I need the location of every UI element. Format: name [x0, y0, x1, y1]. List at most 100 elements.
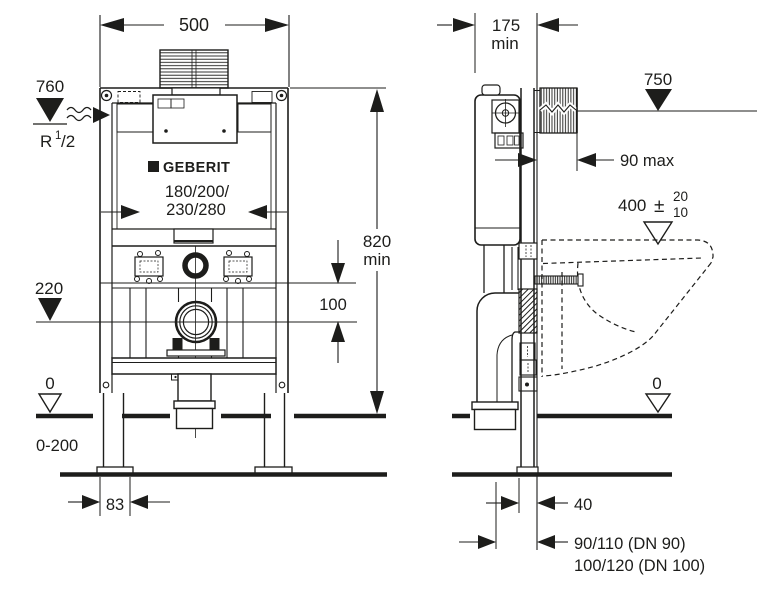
floor-lines-front [36, 413, 387, 477]
wc-pan-outline [541, 239, 714, 377]
leg-bolt-icon [278, 381, 286, 389]
drain-socket-side [471, 401, 519, 411]
drain-socket-front [173, 373, 216, 430]
arrow-left-icon [537, 496, 555, 510]
actuation-marker-750: 750 [577, 70, 757, 112]
dim-width-label: 500 [179, 15, 209, 35]
dim-offset-label: 100 [319, 296, 347, 314]
pan-connector [518, 288, 538, 334]
supply-height-label: 760 [36, 77, 64, 96]
corner-screw-icon [275, 89, 288, 102]
water-squiggle-icon [66, 106, 92, 114]
level-triangle-open-icon [37, 393, 63, 414]
level-zero-label: 0 [45, 374, 54, 393]
dim-depth-label: 175 [492, 16, 520, 35]
arrow-down-icon [331, 263, 345, 284]
model-line1-label: 180/200/ [165, 183, 230, 201]
level-triangle-open-icon [644, 393, 672, 414]
dimension-foot-83: 83 [68, 477, 170, 516]
model-numbers: 180/200/ 230/280 [101, 183, 287, 219]
brand-logo-label: GEBERIT [163, 160, 230, 176]
thread-sup-label: 1 [55, 130, 61, 142]
frame-struts [100, 246, 288, 438]
wall-fittings [518, 242, 538, 392]
level-triangle-filled-icon [36, 98, 64, 122]
logo-square-icon [148, 161, 159, 172]
frame-side [516, 88, 540, 475]
arrow-right-icon [518, 153, 537, 167]
side-view: 175 min [437, 13, 757, 575]
arrow-right-icon [265, 18, 289, 32]
compression-zigzag-icon [539, 104, 577, 113]
arrow-left-icon [100, 18, 124, 32]
dimension-offset-100: 100 [288, 240, 356, 363]
flush-bend-cover [173, 228, 214, 244]
arrow-up-icon [331, 321, 345, 342]
arrow-up-icon [370, 89, 384, 112]
supply-marker-760: 760 R 1 /2 [33, 77, 110, 151]
flush-duct-side [538, 87, 578, 134]
dimension-outlet-axis-40: 40 [486, 478, 592, 514]
dim-drain-line1-label: 90/110 (DN 90) [574, 535, 686, 553]
arrow-left-icon [537, 18, 559, 32]
arrow-right-icon [453, 18, 475, 32]
mounting-bracket-right [223, 250, 253, 284]
fill-valve-icon [491, 99, 520, 127]
thread-r-label: R [40, 132, 52, 151]
arrow-right-icon [82, 495, 100, 509]
dim-depth-suffix-label: min [491, 34, 518, 53]
thread-label: R 1 /2 [40, 130, 75, 151]
pan-height-label: 400 [618, 196, 646, 215]
level-triangle-filled-icon [38, 298, 62, 321]
pan-tolerance-sign-label: ± [654, 196, 664, 217]
thread-rest-label: /2 [61, 132, 75, 151]
arrow-left-icon [537, 535, 555, 549]
arrow-down-icon [370, 391, 384, 414]
level-marker-220: 220 [35, 279, 63, 321]
arrow-left-icon [577, 153, 596, 167]
actuation-height-label: 750 [644, 70, 672, 89]
level-triangle-open-icon [642, 221, 674, 246]
dim-height-suffix-label: min [363, 250, 390, 269]
pan-height-marker-400: 400 ± 20 10 [618, 189, 688, 246]
dimension-protrusion-90max: 90 max [495, 133, 675, 171]
supply-arrow-icon [93, 107, 110, 123]
floor-range-label: 0-200 [36, 437, 78, 455]
outlet-bend [471, 292, 519, 431]
level-marker-zero-front: 0 [37, 374, 63, 414]
arrow-right-icon [501, 496, 519, 510]
floor-lines-side [452, 413, 672, 477]
flush-duct-front [159, 49, 229, 89]
outlet-height-label: 220 [35, 279, 63, 298]
mounting-bracket-left [134, 250, 164, 284]
level-marker-zero-side: 0 [644, 374, 672, 414]
arrow-right-icon [478, 535, 496, 549]
geberit-logo: GEBERIT [148, 160, 230, 176]
dimension-height-820: 820 min [290, 87, 391, 414]
dimension-depth-175: 175 min [437, 13, 578, 73]
dim-height-label: 820 [363, 232, 391, 251]
arrow-left-icon [248, 205, 267, 219]
model-line2-label: 230/280 [166, 201, 226, 219]
arrow-right-icon [121, 205, 140, 219]
water-squiggle-icon [66, 114, 92, 122]
level-triangle-filled-icon [645, 89, 672, 111]
dimension-drain-pipe: 90/110 (DN 90) 100/120 (DN 100) [459, 482, 705, 575]
corner-screw-icon [100, 89, 113, 102]
pan-tolerance-plus-label: 20 [673, 189, 688, 204]
arrow-left-icon [130, 495, 148, 509]
cistern-side [474, 84, 524, 293]
level-zero-label: 0 [652, 374, 661, 393]
threaded-rod [534, 273, 584, 287]
dim-foot-label: 83 [106, 496, 124, 514]
front-view: 500 760 R 1 /2 [33, 15, 391, 516]
dim-outlet-axis-label: 40 [574, 496, 592, 514]
cistern-front [112, 87, 276, 247]
dimension-width-500: 500 [99, 15, 290, 87]
dim-protrusion-label: 90 max [620, 152, 675, 170]
dim-drain-line2-label: 100/120 (DN 100) [574, 557, 705, 575]
outlet-ring [166, 300, 226, 357]
access-box [152, 94, 238, 144]
